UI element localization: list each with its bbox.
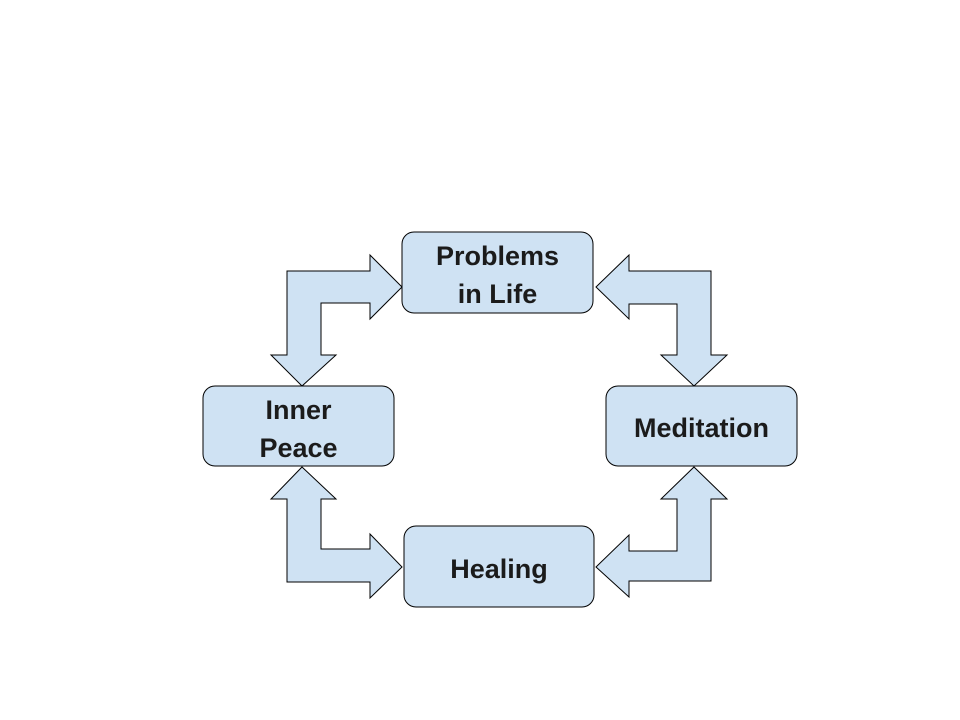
node-label-problems-line2: in Life [458, 279, 538, 309]
node-healing: Healing [403, 525, 595, 608]
node-label-healing: Healing [450, 554, 548, 584]
node-label-inner-peace-line2: Peace [259, 433, 337, 463]
node-label-problems-line1: Problems [436, 241, 559, 271]
arrow-problems-to-meditation [595, 253, 729, 387]
arrow-healing-to-inner-peace [269, 466, 403, 600]
node-label-inner-peace-line1: Inner [265, 395, 332, 425]
arrow-meditation-to-healing [595, 466, 729, 599]
node-meditation: Meditation [605, 385, 798, 467]
node-inner-peace: Inner Peace [202, 385, 395, 467]
arrow-inner-peace-to-problems [269, 253, 403, 387]
node-label-meditation: Meditation [634, 413, 769, 443]
node-problems-in-life: Problems in Life [401, 231, 594, 314]
